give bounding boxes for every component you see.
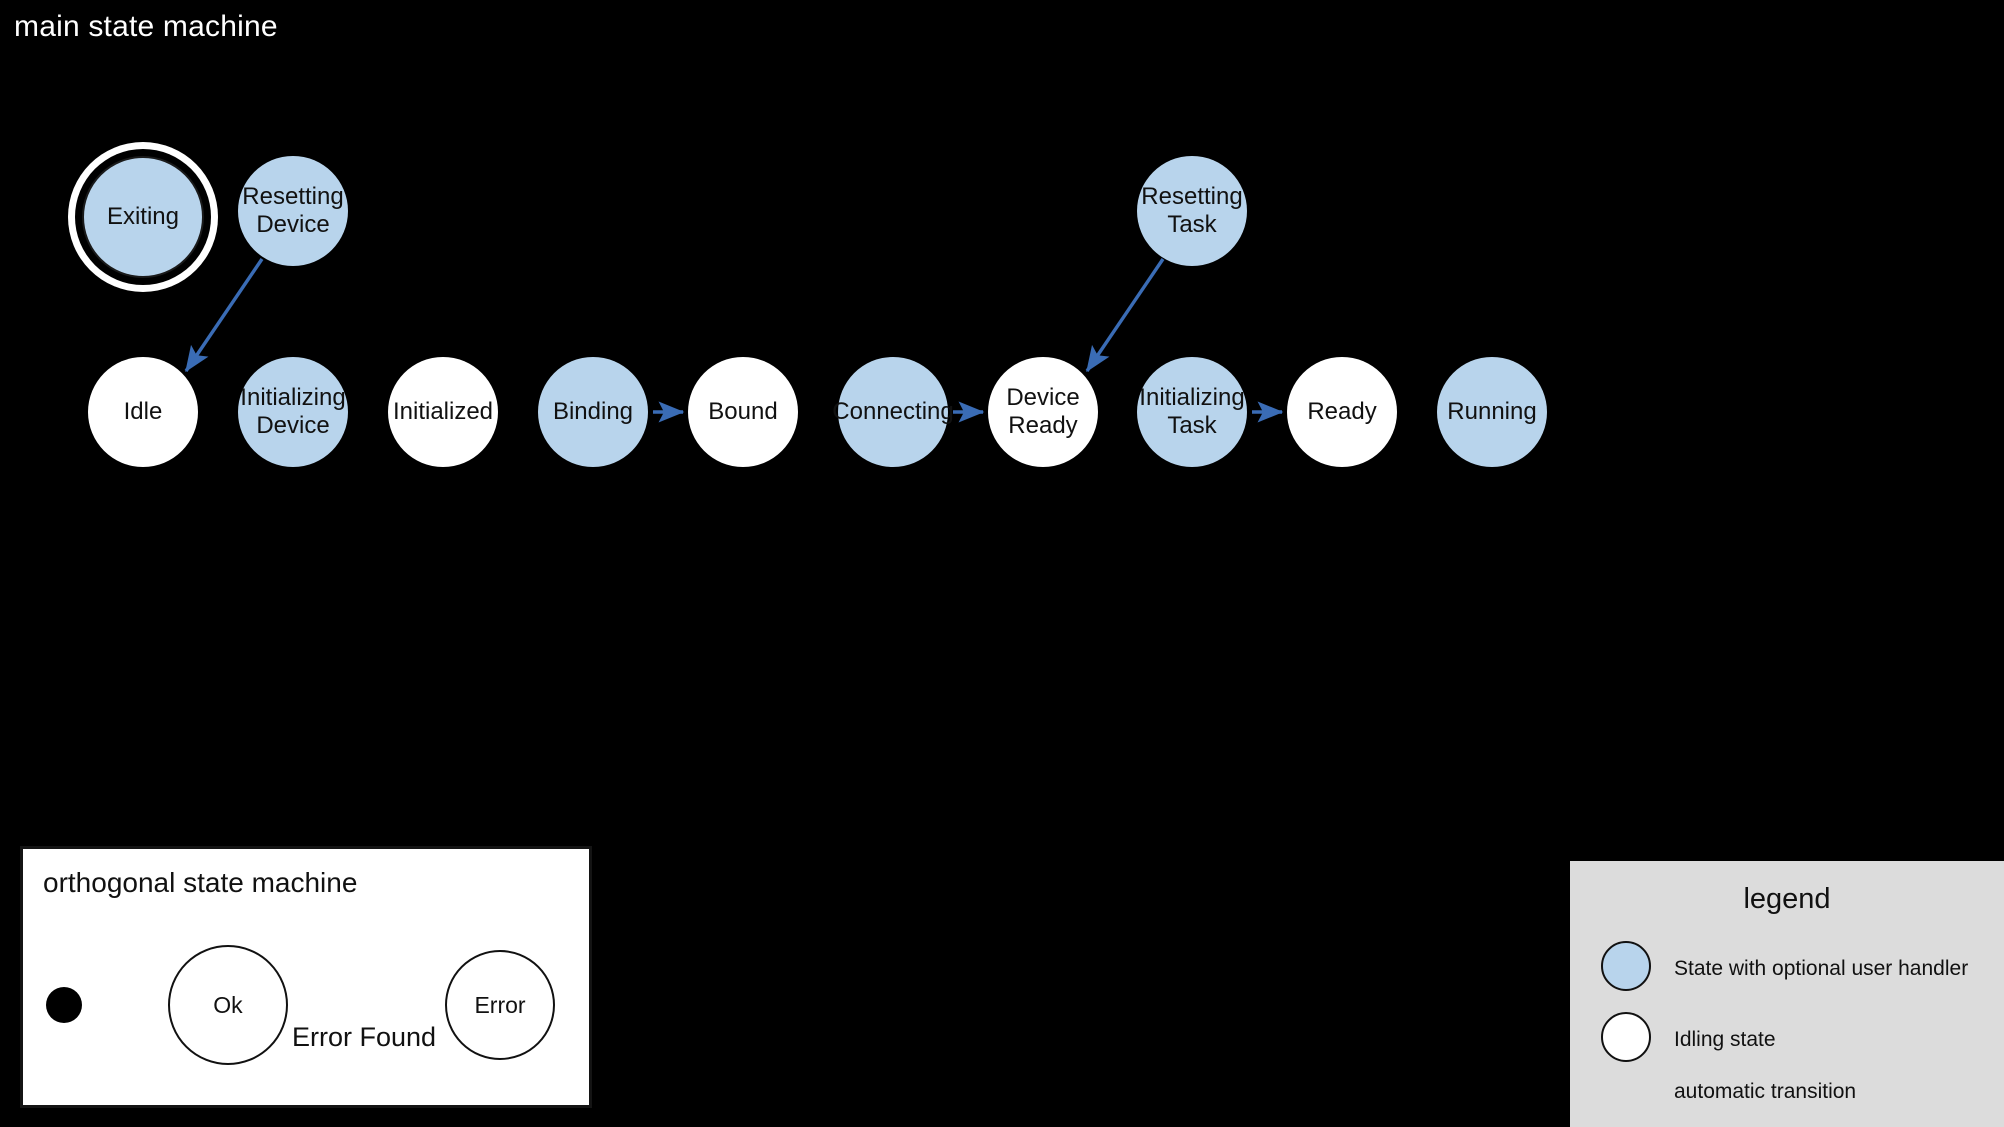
state-node-resetting-task[interactable]: Resetting Task (1137, 156, 1247, 266)
state-node-label-idle: Idle (123, 397, 163, 425)
state-node-binding[interactable]: Binding (538, 357, 648, 467)
state-node-ready[interactable]: Ready (1287, 357, 1397, 467)
orthogonal-panel-title: orthogonal state machine (43, 867, 358, 898)
legend-handler-state-icon (1601, 941, 1651, 991)
state-node-label-exiting: Exiting (106, 202, 180, 230)
state-node-label-bound: Bound (708, 397, 778, 425)
state-node-label-resetting-device: Resetting Device (242, 182, 344, 238)
state-node-bound[interactable]: Bound (688, 357, 798, 467)
state-node-idle[interactable]: Idle (88, 357, 198, 467)
transition-resetting-task-to-device-ready (1085, 258, 1165, 373)
state-node-label-connecting: Connecting (832, 397, 954, 425)
state-node-exiting[interactable]: Exiting (82, 156, 204, 278)
state-node-initializing-device[interactable]: Initializing Device (238, 357, 348, 467)
state-node-initialized[interactable]: Initialized (388, 357, 498, 467)
main-transitions-group (184, 258, 1284, 423)
state-node-device-ready[interactable]: Device Ready (988, 357, 1098, 467)
page-title: main state machine (14, 10, 278, 43)
state-node-label-resetting-task: Resetting Task (1141, 182, 1243, 238)
legend-handler-state-label: State with optional user handler (1674, 957, 1969, 980)
state-node-label-ready: Ready (1307, 397, 1377, 425)
state-node-label-initializing-task: Initializing Task (1139, 383, 1245, 439)
orthogonal-state-ok[interactable]: Ok (168, 945, 288, 1065)
legend-panel: legend State with optional user handler … (1570, 861, 2004, 1127)
state-node-label-binding: Binding (552, 397, 634, 425)
state-node-label-device-ready: Device Ready (1006, 383, 1080, 439)
legend-title: legend (1743, 883, 1831, 915)
initial-state-dot (46, 987, 82, 1023)
state-node-label-running: Running (1447, 397, 1537, 425)
legend-transition-label: automatic transition (1674, 1080, 1857, 1103)
orthogonal-state-ok-label: Ok (213, 991, 243, 1018)
orthogonal-state-error-label: Error (474, 991, 526, 1018)
state-node-label-initialized: Initialized (392, 397, 494, 425)
transition-resetting-device-to-idle (184, 258, 264, 373)
state-node-connecting[interactable]: Connecting (832, 357, 954, 467)
legend-idle-state-icon (1601, 1012, 1651, 1062)
state-node-initializing-task[interactable]: Initializing Task (1137, 357, 1247, 467)
state-node-resetting-device[interactable]: Resetting Device (238, 156, 348, 266)
state-node-running[interactable]: Running (1437, 357, 1547, 467)
orthogonal-edge-label: Error Found (292, 1022, 437, 1052)
legend-idle-state-label: Idling state (1674, 1028, 1776, 1051)
state-node-label-initializing-device: Initializing Device (240, 383, 346, 439)
orthogonal-state-error[interactable]: Error (445, 950, 555, 1060)
